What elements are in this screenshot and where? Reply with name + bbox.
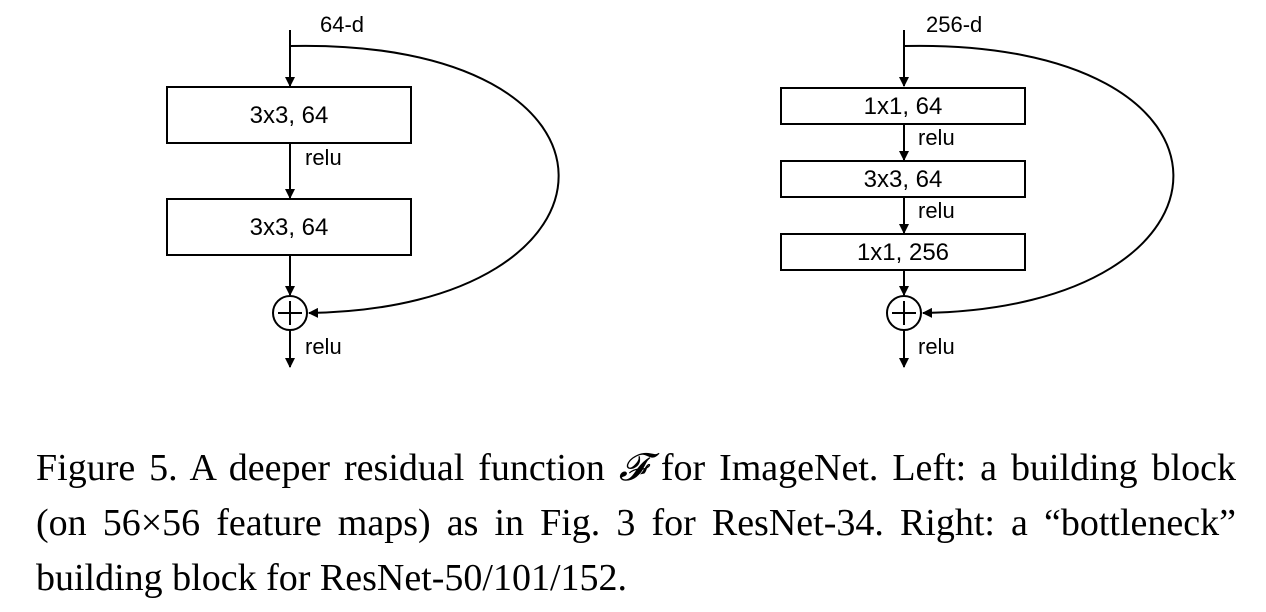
left-relu-label-1: relu bbox=[305, 145, 342, 170]
right-input-dim: 256-d bbox=[926, 12, 982, 37]
right-layer-label-1: 1x1, 64 bbox=[864, 93, 943, 120]
left-building-block: 64-d 3x3, 64 relu 3x3, 64 relu bbox=[166, 12, 560, 368]
right-relu-label-2: relu bbox=[918, 198, 955, 223]
left-layer-box-2 bbox=[166, 198, 412, 256]
caption-text: for ImageNet. Left: a building block (on… bbox=[36, 447, 1236, 599]
right-layer-label-3: 1x1, 256 bbox=[857, 239, 949, 266]
right-layer-box-2 bbox=[780, 160, 1026, 198]
caption-symbol: 𝓕 bbox=[618, 445, 647, 489]
right-layer-label-2: 3x3, 64 bbox=[864, 166, 943, 193]
caption-prefix: Figure 5. A deeper residual function bbox=[36, 447, 619, 489]
right-relu-label-1: relu bbox=[918, 125, 955, 150]
left-skip-connection bbox=[289, 44, 560, 318]
left-output-relu: relu bbox=[305, 334, 342, 359]
left-layer-label-2: 3x3, 64 bbox=[250, 214, 329, 241]
right-output-relu: relu bbox=[918, 334, 955, 359]
right-skip-connection bbox=[903, 44, 1175, 318]
figure-caption: Figure 5. A deeper residual function 𝓕 f… bbox=[36, 440, 1236, 606]
residual-blocks-diagram: 64-d 3x3, 64 relu 3x3, 64 relu 256-d 1x1… bbox=[166, 12, 1175, 368]
left-layer-label-1: 3x3, 64 bbox=[250, 102, 329, 129]
left-input-dim: 64-d bbox=[320, 12, 364, 37]
right-bottleneck-block: 256-d 1x1, 64 relu 3x3, 64 relu 1x1, 256… bbox=[780, 12, 1175, 368]
